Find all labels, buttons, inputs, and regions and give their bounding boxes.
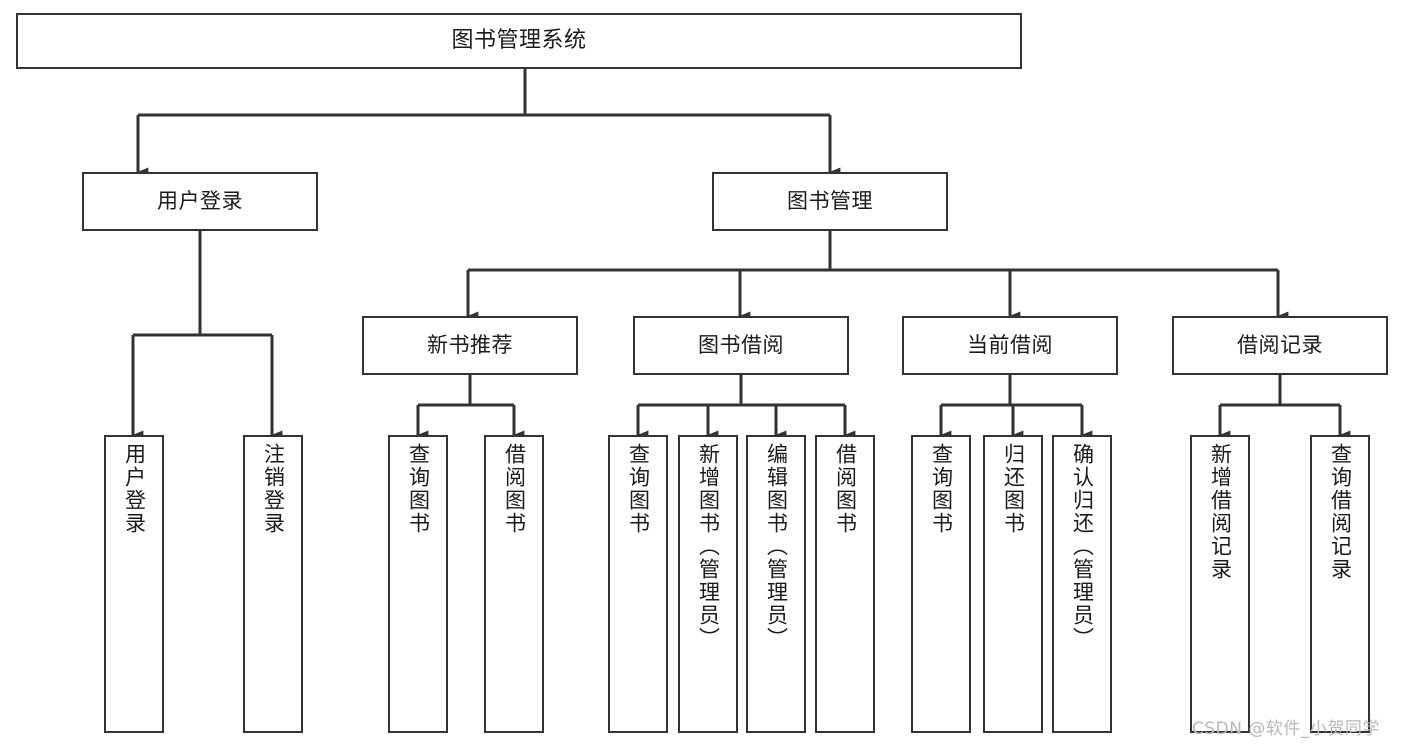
- node-label: 当前借阅: [967, 333, 1053, 358]
- node-label: 查询借阅记录: [1328, 443, 1353, 581]
- node-label: 借阅记录: [1237, 333, 1323, 358]
- node-label: 用户登录: [122, 443, 147, 535]
- csdn-watermark: CSDN @软件_小贺同学: [1192, 719, 1380, 739]
- node-leaf-11-新增借阅记录: 新增借阅记录: [1190, 435, 1250, 733]
- node-leaf-9-归还图书: 归还图书: [983, 435, 1043, 733]
- node-leaf-7-借阅图书: 借阅图书: [815, 435, 875, 733]
- node-label: 图书管理系统: [451, 28, 587, 54]
- node-label: 查询图书: [626, 443, 651, 535]
- node-leaf-0-用户登录: 用户登录: [104, 435, 164, 733]
- node-label: 确认归还（管理员）: [1070, 443, 1095, 650]
- node-root-0-图书管理系统: 图书管理系统: [16, 13, 1022, 69]
- node-label: 借阅图书: [502, 443, 527, 535]
- node-label: 注销登录: [261, 443, 286, 535]
- node-leaf-10-确认归还管理员: 确认归还（管理员）: [1052, 435, 1112, 733]
- node-label: 新增图书（管理员）: [696, 443, 721, 650]
- node-label: 查询图书: [929, 443, 954, 535]
- node-level2-2-当前借阅: 当前借阅: [902, 316, 1118, 375]
- node-leaf-4-查询图书: 查询图书: [608, 435, 668, 733]
- node-label: 新增借阅记录: [1208, 443, 1233, 581]
- node-label: 图书管理: [787, 189, 873, 214]
- node-leaf-1-注销登录: 注销登录: [243, 435, 303, 733]
- node-label: 图书借阅: [698, 333, 784, 358]
- node-level2-0-新书推荐: 新书推荐: [362, 316, 578, 375]
- node-leaf-3-借阅图书: 借阅图书: [484, 435, 544, 733]
- node-label: 新书推荐: [427, 333, 513, 358]
- node-leaf-8-查询图书: 查询图书: [911, 435, 971, 733]
- node-label: 编辑图书（管理员）: [764, 443, 789, 650]
- node-label: 查询图书: [406, 443, 431, 535]
- node-label: 归还图书: [1001, 443, 1026, 535]
- node-level2-3-借阅记录: 借阅记录: [1172, 316, 1388, 375]
- node-level1-1-图书管理: 图书管理: [712, 172, 948, 231]
- node-leaf-5-新增图书管理员: 新增图书（管理员）: [678, 435, 738, 733]
- node-leaf-12-查询借阅记录: 查询借阅记录: [1310, 435, 1370, 733]
- node-label: 借阅图书: [833, 443, 858, 535]
- node-leaf-6-编辑图书管理员: 编辑图书（管理员）: [746, 435, 806, 733]
- node-label: 用户登录: [157, 189, 243, 214]
- node-leaf-2-查询图书: 查询图书: [388, 435, 448, 733]
- node-level1-0-用户登录: 用户登录: [82, 172, 318, 231]
- node-level2-1-图书借阅: 图书借阅: [633, 316, 849, 375]
